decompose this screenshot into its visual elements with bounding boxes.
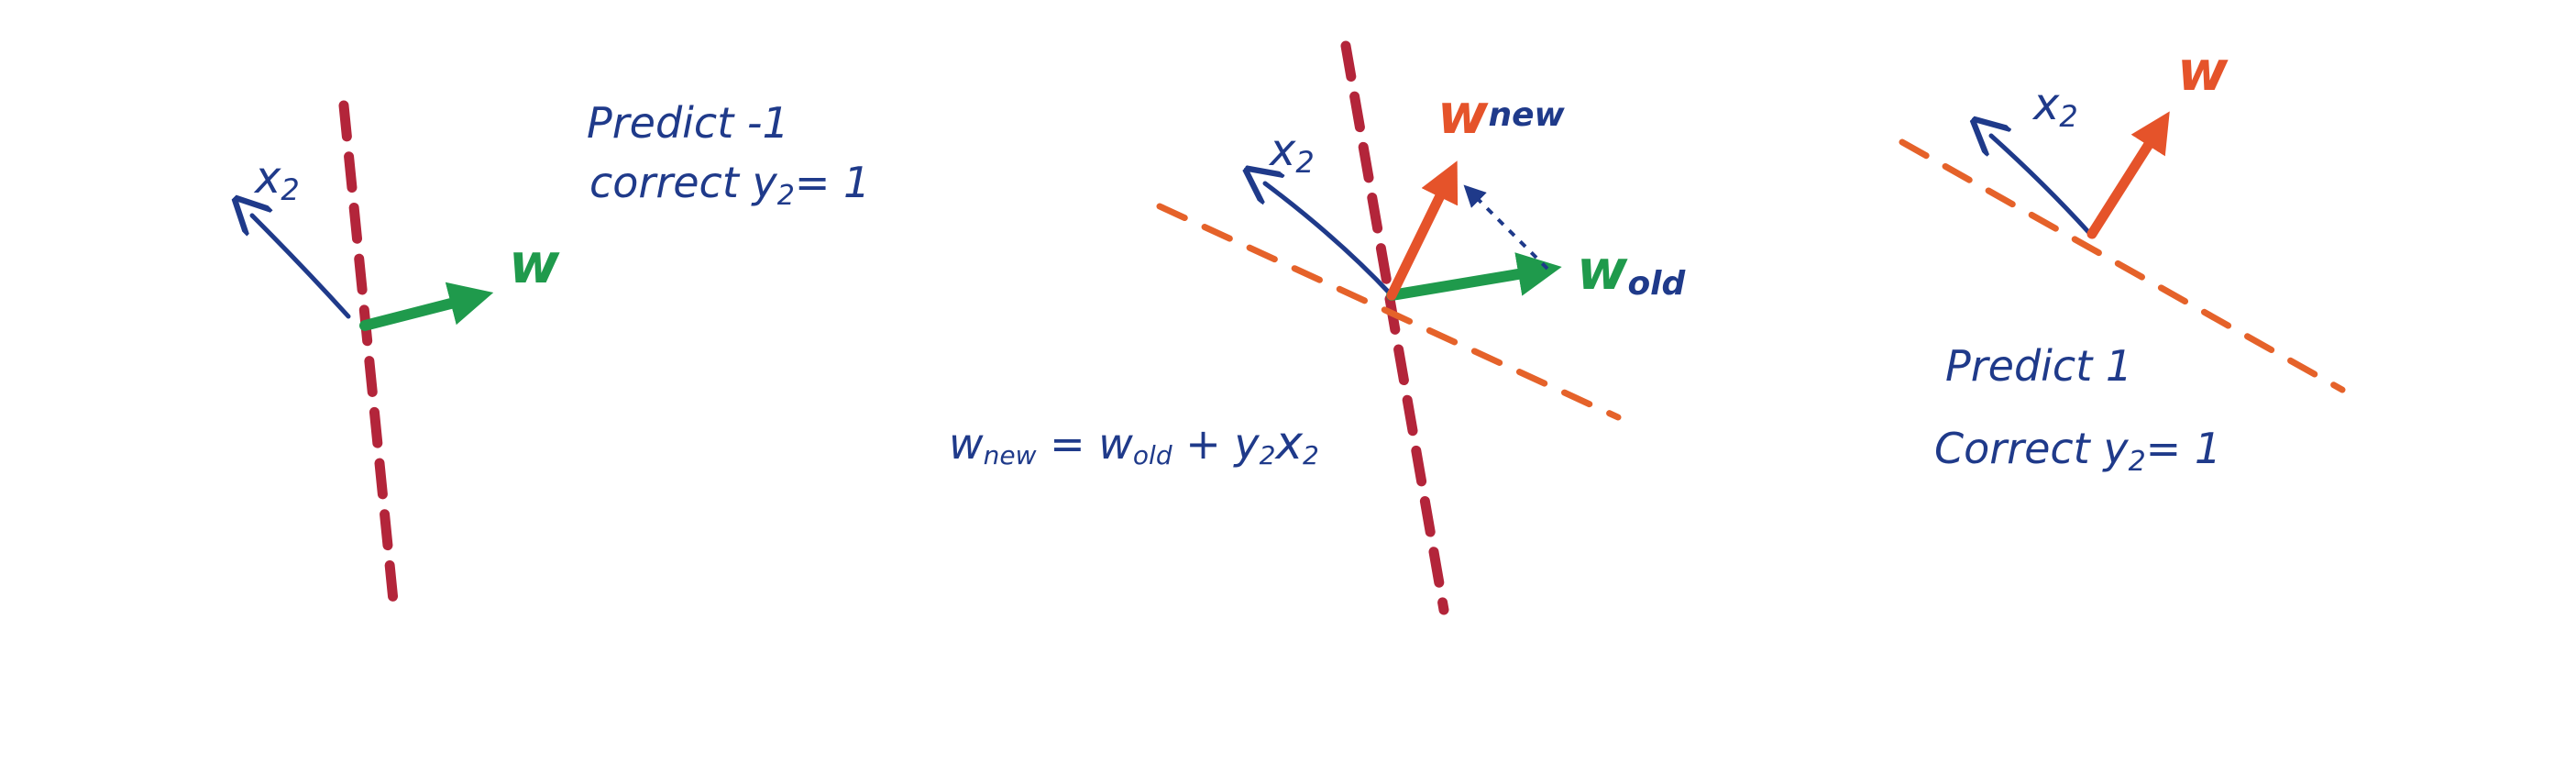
w-vector xyxy=(359,282,494,331)
decision-boundary-old xyxy=(338,100,400,615)
x2-vector xyxy=(252,216,351,319)
x2-label: x2 xyxy=(1268,125,1315,180)
update-rule-equation: wnew = wold + y2x2 xyxy=(949,416,1319,470)
x2-vector xyxy=(1991,136,2093,237)
decision-boundary-new xyxy=(1899,138,2346,393)
w-old-vector xyxy=(1386,252,1562,301)
decision-boundary-new xyxy=(1156,203,1622,421)
w-old-label: wold xyxy=(1577,238,1687,303)
panel-3: x2 w Predict 1 Correct y2= 1 xyxy=(1899,39,2346,478)
panel-2: x2 wnew wold wnew = wold + y2x2 xyxy=(949,40,1687,615)
prediction-note: Predict -1 xyxy=(587,98,789,148)
x2-translation-dotted xyxy=(1463,184,1549,271)
w-new-label: wnew xyxy=(1437,83,1565,147)
w-label: w xyxy=(509,232,560,296)
prediction-note: Predict 1 xyxy=(1945,341,2132,391)
w-vector xyxy=(2086,111,2170,239)
correct-label-note: Correct y2= 1 xyxy=(1934,424,2221,478)
panel-1: x2 w Predict -1 correct y2= 1 xyxy=(252,98,870,615)
decision-boundary-old xyxy=(1340,40,1449,615)
x2-label: x2 xyxy=(253,152,300,207)
x2-label: x2 xyxy=(2031,79,2078,134)
w-new-vector xyxy=(1386,160,1459,301)
correct-label-note: correct y2= 1 xyxy=(589,158,870,212)
x2-vector xyxy=(1265,183,1394,298)
w-label: w xyxy=(2177,39,2229,104)
